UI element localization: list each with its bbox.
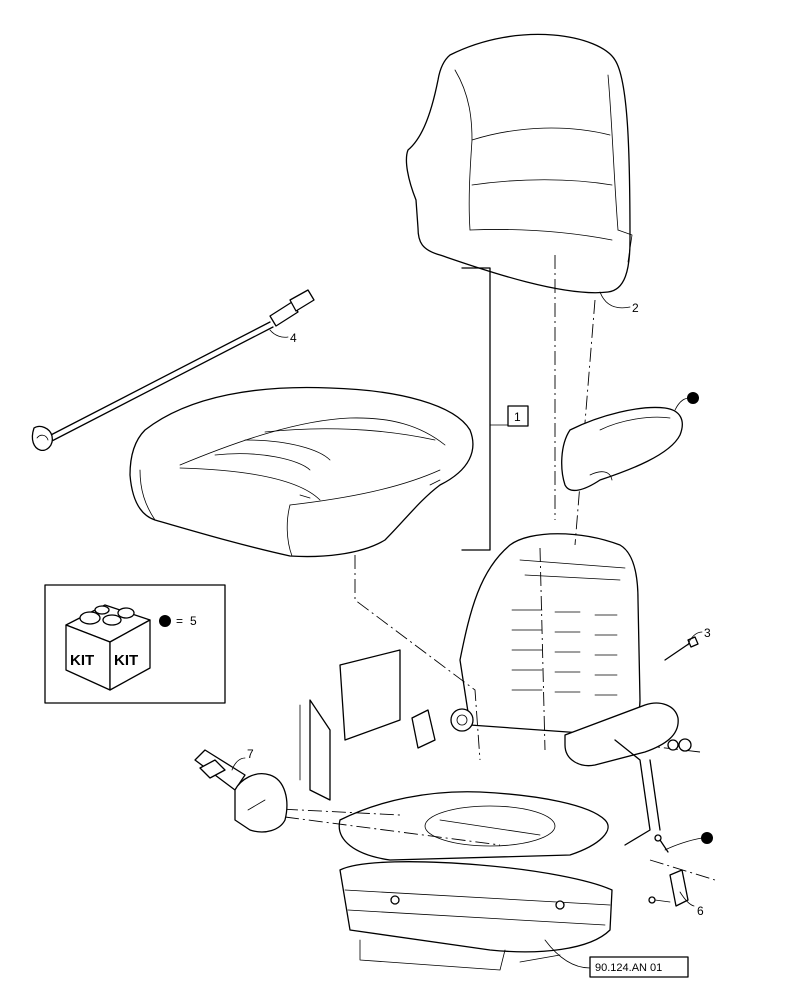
bracket: [648, 869, 689, 907]
callout-2: 2: [632, 301, 639, 315]
legend-number: 5: [190, 614, 197, 628]
kit-label-right: KIT: [114, 652, 138, 669]
seat-cushion: [129, 386, 474, 558]
callout-3: 3: [704, 626, 711, 640]
kit-bullet-icon: [159, 615, 171, 627]
reference-code-box: 90.124.AN 01: [544, 939, 689, 978]
seat-belt: [194, 749, 288, 833]
callout-1: 1: [514, 410, 521, 424]
callout-7: 7: [247, 747, 254, 761]
armrest: [561, 406, 683, 492]
kit-bullet-icon: [701, 832, 713, 844]
kit-bullet-icon: [687, 392, 699, 404]
callout-6: 6: [697, 904, 704, 918]
centerlines: [259, 255, 716, 881]
kit-label-left: KIT: [70, 652, 94, 669]
legend-equals: =: [176, 614, 183, 628]
screw: [654, 834, 669, 853]
callout-leaders: [231, 291, 703, 907]
backrest-cushion: [405, 33, 633, 294]
reference-code: 90.124.AN 01: [595, 962, 662, 974]
callout-4: 4: [290, 331, 297, 345]
seat-frame: [299, 533, 692, 971]
assembly-bracket: 1: [461, 267, 529, 551]
kit-legend: KIT KIT = 5: [44, 584, 226, 704]
bolt: [664, 636, 699, 661]
wire-harness: [31, 289, 315, 452]
